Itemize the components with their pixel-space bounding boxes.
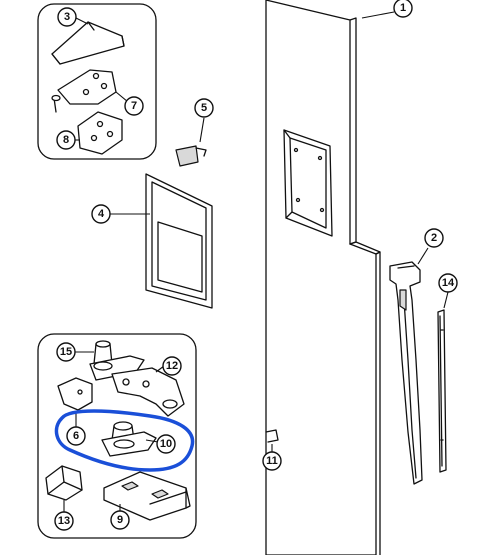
top-hinge-inset: 3 7 8 — [37, 3, 157, 160]
callout-15[interactable]: 15 — [56, 342, 76, 362]
hinge-shim-part — [74, 111, 123, 155]
callout-9-label: 9 — [117, 514, 123, 526]
highlight-marker — [54, 409, 195, 472]
callout-8-label: 8 — [63, 134, 69, 146]
callout-6-label: 6 — [73, 430, 79, 442]
callout-7[interactable]: 7 — [124, 96, 144, 116]
hinge-cover-part — [51, 21, 125, 65]
callout-8[interactable]: 8 — [56, 130, 76, 150]
clip-part — [175, 117, 207, 167]
callout-12-label: 12 — [166, 360, 178, 372]
callout-4[interactable]: 4 — [91, 204, 150, 224]
callout-11[interactable]: 11 — [262, 444, 282, 471]
small-bracket-part — [57, 377, 93, 411]
callout-10-label: 10 — [160, 438, 172, 450]
callout-6[interactable]: 6 — [66, 412, 86, 446]
callout-1[interactable]: 1 — [361, 0, 413, 19]
lower-hinge-plate-part — [103, 471, 191, 521]
upper-hinge-part — [51, 69, 129, 113]
callout-1-label: 1 — [400, 2, 406, 14]
hinge-pin-part — [74, 340, 145, 381]
callout-7-label: 7 — [131, 100, 137, 112]
callout-15-label: 15 — [60, 346, 72, 358]
callout-2-label: 2 — [431, 232, 437, 244]
trim-strip-part — [437, 291, 449, 473]
callout-12[interactable]: 12 — [162, 356, 182, 376]
hinge-cap-part — [45, 465, 83, 512]
cam-bushing-part — [101, 421, 159, 457]
callout-3[interactable]: 3 — [57, 7, 89, 27]
callout-4-label: 4 — [98, 208, 105, 220]
callout-14[interactable]: 14 — [438, 273, 458, 293]
callout-3-label: 3 — [64, 11, 70, 23]
callout-2[interactable]: 2 — [424, 228, 444, 248]
door-panel-part — [265, 0, 381, 555]
callout-14-label: 14 — [442, 277, 455, 289]
callout-5-label: 5 — [201, 102, 207, 114]
callout-11-label: 11 — [266, 455, 278, 467]
handle-part — [389, 247, 429, 485]
callout-10[interactable]: 10 — [156, 434, 176, 454]
callout-5[interactable]: 5 — [194, 98, 214, 118]
dispenser-panel-part — [145, 173, 213, 309]
bottom-hinge-inset: 15 12 10 — [37, 333, 197, 539]
hinge-bracket-part — [111, 365, 185, 417]
callout-9[interactable]: 9 — [110, 510, 130, 530]
callout-13-label: 13 — [58, 515, 70, 527]
callout-13[interactable]: 13 — [54, 511, 74, 531]
